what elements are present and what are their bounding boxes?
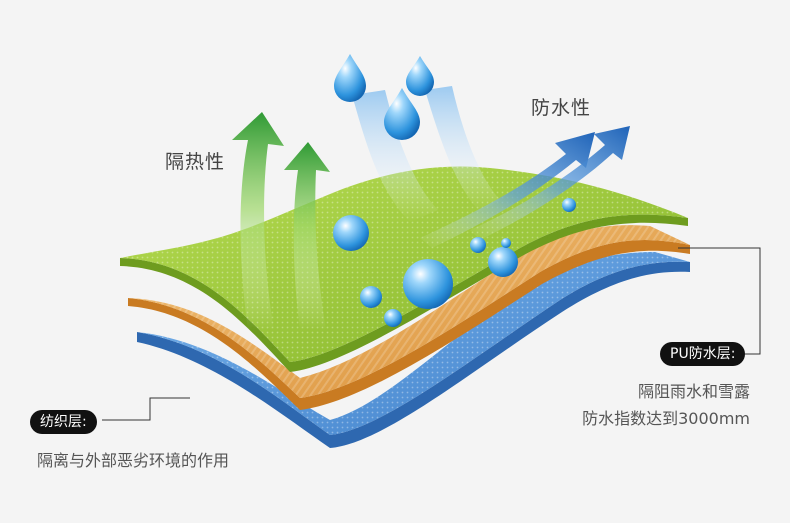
textile-layer-tag: 纺织层: [30,410,97,434]
textile-layer-description: 隔离与外部恶劣环境的作用 [37,447,229,474]
textile-layer-line-1: 隔离与外部恶劣环境的作用 [37,451,230,470]
waterproof-arrows [420,126,630,248]
pu-layer-description: 隔阻雨水和雪露 防水指数达到3000mm [582,378,750,432]
water-inflow-streams [352,86,500,222]
heat-insulation-label: 隔热性 [165,151,226,173]
heat-insulation-arrows [232,112,330,330]
blue-textile-layer [137,252,690,448]
textile-callout-leader [102,397,190,421]
pu-layer-line-2: 防水指数达到3000mm [582,409,750,428]
pu-layer-line-1: 隔阻雨水和雪露 [637,382,750,401]
waterproof-label: 防水性 [531,97,592,119]
pu-callout-leader [678,247,761,355]
pu-layer-tag: PU防水层: [660,342,746,366]
water-drops [333,54,576,327]
